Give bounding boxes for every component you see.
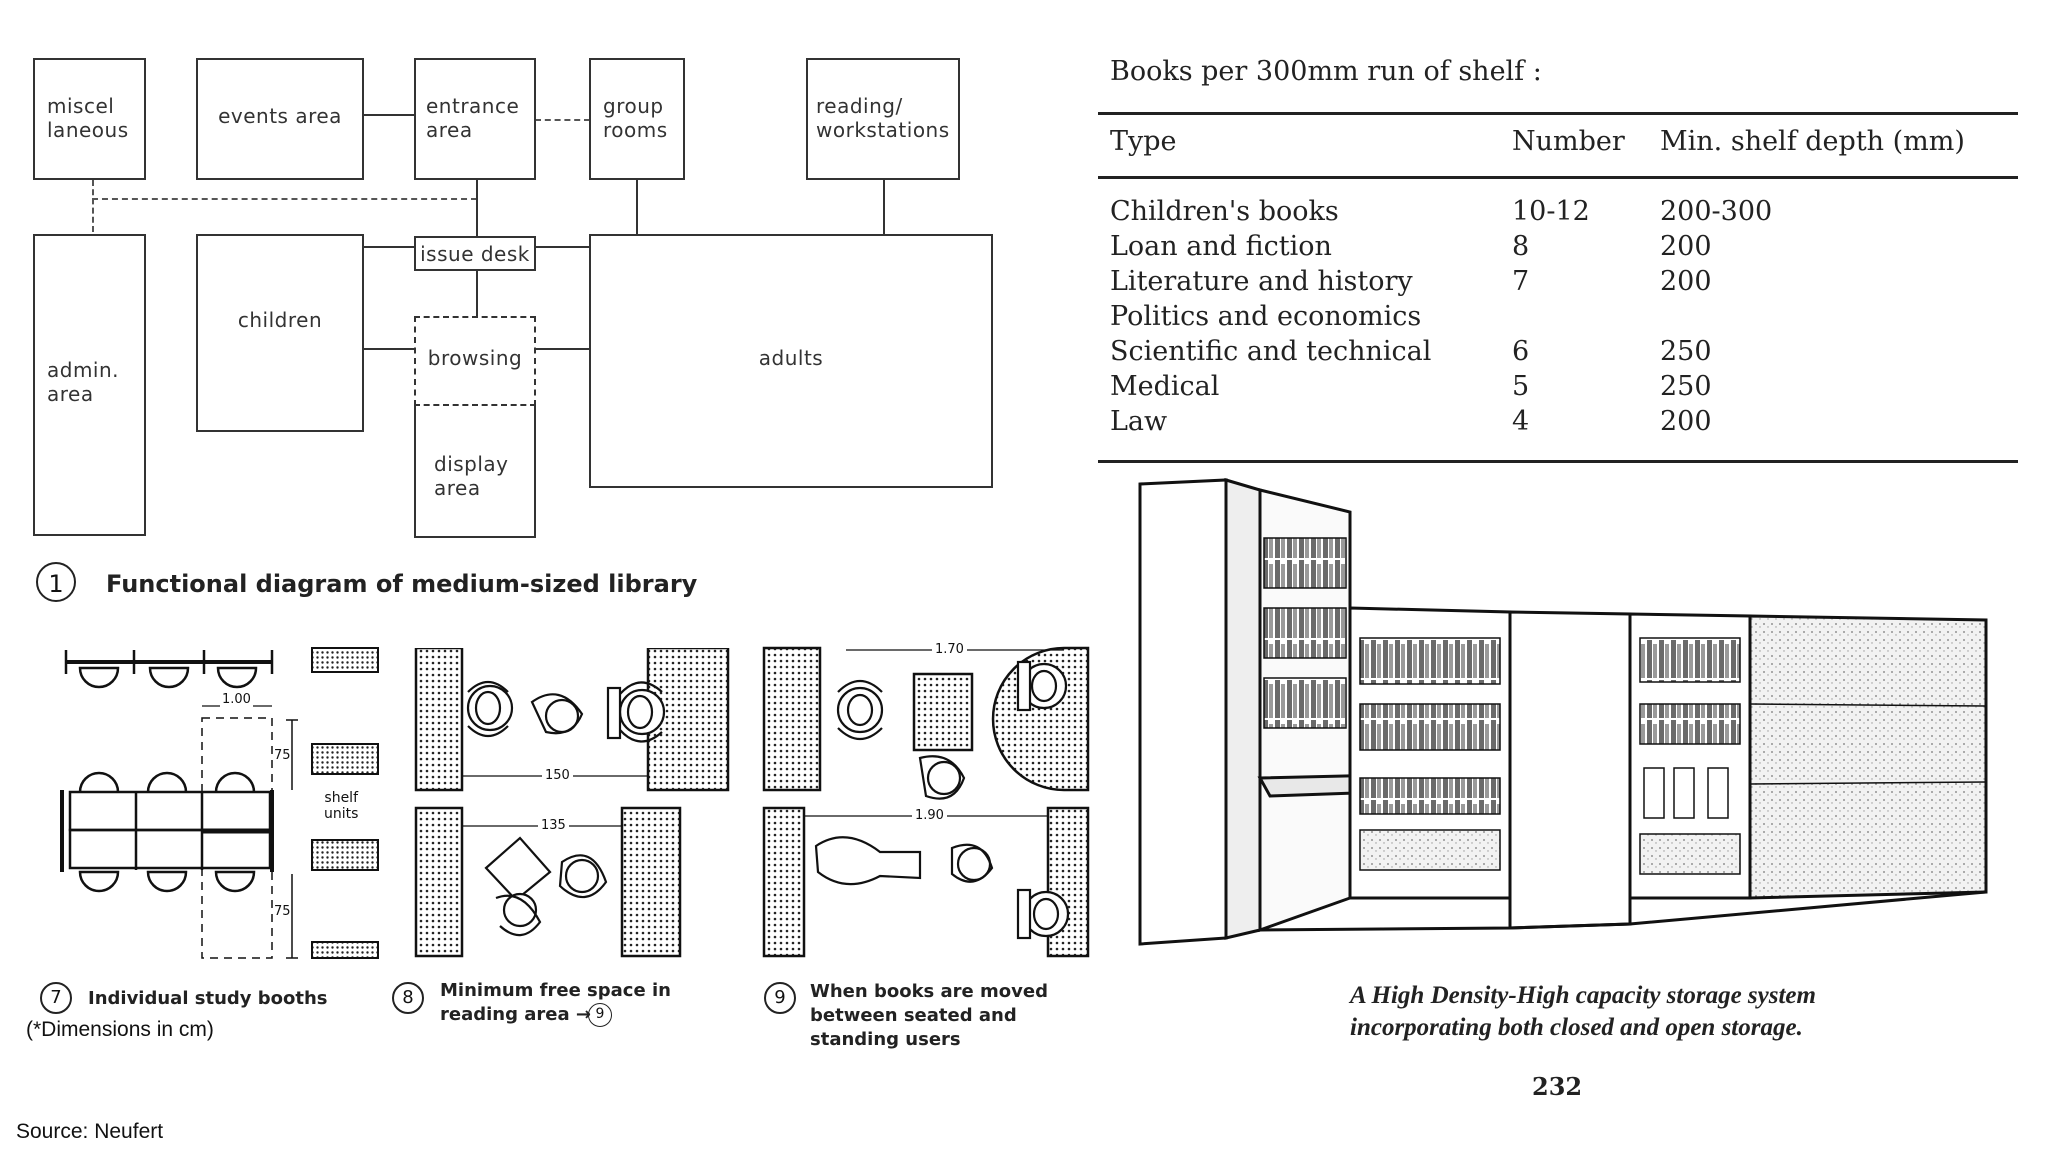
cell-type: Scientific and technical xyxy=(1110,336,1432,367)
label-miscellaneous: miscel laneous xyxy=(47,94,129,142)
dim-190: 1.90 xyxy=(912,808,947,823)
figure-ref-9: 9 xyxy=(588,1003,612,1027)
free-space-drawing xyxy=(414,646,730,958)
dim-135: 135 xyxy=(538,818,569,833)
study-booths-figure: 1.00 75 75 shelf units xyxy=(60,640,390,970)
label-reading-workstations: reading/ workstations xyxy=(816,94,950,142)
cell-type: Children's books xyxy=(1110,196,1339,227)
box-adults: adults xyxy=(589,234,993,488)
cell-type: Law xyxy=(1110,406,1168,437)
box-reading-workstations: reading/ workstations xyxy=(806,58,960,180)
connector-misc-entrance xyxy=(92,198,477,200)
cell-type: Medical xyxy=(1110,371,1220,402)
box-admin-area: admin. area xyxy=(33,234,146,536)
table-bottom-rule xyxy=(1098,460,2018,463)
dim-75-top: 75 xyxy=(274,748,291,763)
label-events-area: events area xyxy=(218,104,342,128)
label-issue-desk: issue desk xyxy=(420,242,530,266)
label-adults: adults xyxy=(758,346,824,370)
table-row: Loan and fiction 8 200 xyxy=(1098,231,2018,266)
dim-booth-width: 1.00 xyxy=(220,692,253,707)
figure-number-1: 1 xyxy=(36,562,76,602)
connector-reading-adults xyxy=(883,180,885,236)
table-top-rule xyxy=(1098,112,2018,115)
caption-free-space-line1: Minimum free space in xyxy=(440,980,671,1001)
box-children: children xyxy=(196,234,364,432)
box-browsing: browsing xyxy=(414,316,536,406)
table-row: Children's books 10-12 200-300 xyxy=(1098,196,2018,231)
box-entrance-area: entrance area xyxy=(414,58,536,180)
caption-functional-diagram: Functional diagram of medium-sized libra… xyxy=(106,570,698,598)
box-group-rooms: group rooms xyxy=(589,58,685,180)
table-row: Scientific and technical 6 250 xyxy=(1098,336,2018,371)
connector-issue-browsing xyxy=(476,270,478,316)
storage-caption: A High Density-High capacity storage sys… xyxy=(1350,982,1816,1041)
source-label: Source: Neufert xyxy=(16,1120,164,1143)
connector-children-browsing xyxy=(362,348,414,350)
books-moved-figure: 1.70 1.90 xyxy=(760,640,1092,960)
label-children: children xyxy=(237,308,323,332)
caption-study-booths: Individual study booths xyxy=(88,988,328,1009)
figure-number-8: 8 xyxy=(392,982,424,1014)
connector-children-issue xyxy=(362,246,414,248)
label-group-rooms: group rooms xyxy=(603,94,668,142)
dim-150: 150 xyxy=(542,768,573,783)
table-row: Medical 5 250 xyxy=(1098,371,2018,406)
cell-number: 10-12 xyxy=(1512,196,1590,227)
header-type: Type xyxy=(1110,126,1177,157)
caption-free-space-line2: reading area → xyxy=(440,1004,591,1025)
cell-number: 6 xyxy=(1512,336,1530,367)
shelf-units-label: shelf units xyxy=(324,790,359,822)
cell-number: 5 xyxy=(1512,371,1530,402)
page-number: 232 xyxy=(1532,1072,1583,1101)
books-per-shelf-table: Books per 300mm run of shelf : Type Numb… xyxy=(1098,50,2018,470)
table-row: Politics and economics xyxy=(1098,301,2018,336)
cell-depth: 250 xyxy=(1660,336,1712,367)
cell-type: Politics and economics xyxy=(1110,301,1422,332)
study-booths-drawing xyxy=(60,647,379,959)
label-display-area: display area xyxy=(434,452,509,500)
connector-events-entrance xyxy=(362,114,414,116)
connector-issue-adults xyxy=(535,246,589,248)
cell-depth: 200 xyxy=(1660,406,1712,437)
connector-browsing-adults xyxy=(535,348,589,350)
free-space-figure: 150 135 xyxy=(412,646,732,958)
table-row: Literature and history 7 200 xyxy=(1098,266,2018,301)
dim-75-bottom: 75 xyxy=(274,904,291,919)
cell-depth: 200 xyxy=(1660,231,1712,262)
cell-number: 4 xyxy=(1512,406,1530,437)
connector-group-adults xyxy=(636,180,638,236)
storage-system-illustration xyxy=(1130,477,1990,948)
cell-type: Literature and history xyxy=(1110,266,1413,297)
header-number: Number xyxy=(1512,126,1625,157)
cell-depth: 250 xyxy=(1660,371,1712,402)
figure-number-7: 7 xyxy=(40,982,72,1014)
connector-entrance-issue xyxy=(476,180,478,236)
dim-170: 1.70 xyxy=(932,642,967,657)
cell-number: 8 xyxy=(1512,231,1530,262)
figure-number-9: 9 xyxy=(764,982,796,1014)
dimensions-note: (*Dimensions in cm) xyxy=(26,1018,214,1041)
cell-type: Loan and fiction xyxy=(1110,231,1332,262)
connector-misc-admin xyxy=(92,180,94,232)
cell-number: 7 xyxy=(1512,266,1530,297)
cell-depth: 200 xyxy=(1660,266,1712,297)
box-display-area: display area xyxy=(414,404,536,538)
label-admin-area: admin. area xyxy=(47,358,120,406)
label-entrance-area: entrance area xyxy=(426,94,520,142)
caption-books-moved: When books are moved between seated and … xyxy=(810,981,1048,1050)
storage-shelving-drawing xyxy=(1138,477,1988,946)
books-moved-drawing xyxy=(762,646,1090,958)
box-issue-desk: issue desk xyxy=(414,236,536,271)
connector-entrance-group xyxy=(535,119,590,121)
table-row: Law 4 200 xyxy=(1098,406,2018,441)
box-miscellaneous: miscel laneous xyxy=(33,58,146,180)
cell-depth: 200-300 xyxy=(1660,196,1773,227)
table-title: Books per 300mm run of shelf : xyxy=(1110,56,1542,87)
header-depth: Min. shelf depth (mm) xyxy=(1660,126,1965,157)
table-header-rule xyxy=(1098,176,2018,179)
box-events-area: events area xyxy=(196,58,364,180)
functional-diagram: miscel laneous events area entrance area… xyxy=(0,0,1100,620)
label-browsing: browsing xyxy=(427,346,523,370)
